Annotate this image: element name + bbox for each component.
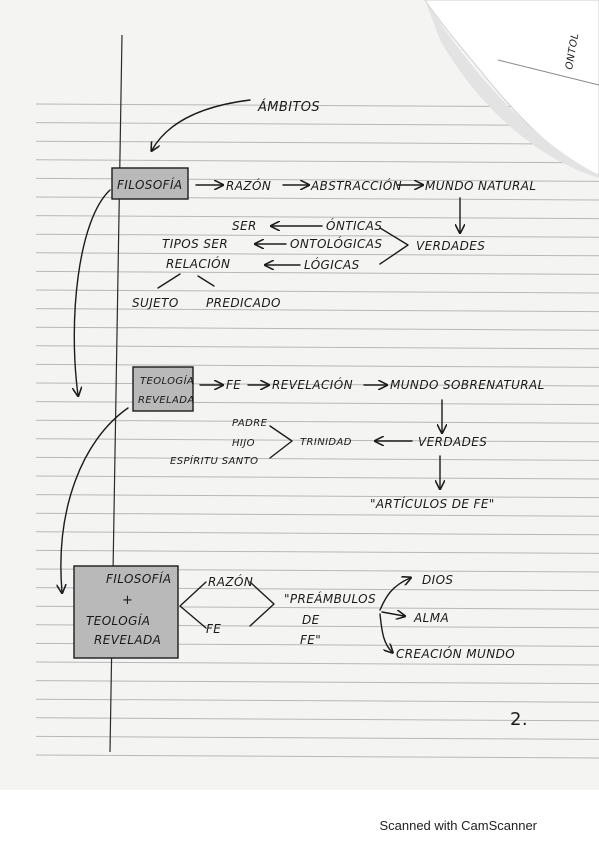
combinado-plus: + [122,593,133,608]
ruled-line [35,717,599,722]
fil-chain-3: MUNDO NATURAL [425,179,536,193]
ruled-lines [35,103,599,759]
alma-label: ALMA [413,611,449,625]
trinidad-label: TRINIDAD [300,437,352,448]
brace-preambulos [249,581,275,627]
ruled-line [35,475,599,480]
ruled-line [35,252,599,257]
curl-line [497,59,599,86]
combinado-box-line2: TEOLOGÍA [86,613,150,628]
combinado-box-line3: REVELADA [94,633,161,647]
fe-label: FE [206,622,221,636]
teologia-box [132,366,194,412]
combinado-box-line1: FILOSOFÍA [106,571,172,586]
tipos-ser-label: TIPOS SER [162,237,228,251]
ruled-line [35,512,599,517]
filosofia-box [111,167,189,200]
relacion-label: RELACIÓN [166,256,230,271]
arrow-to-alma [381,612,404,616]
preambulos-line1: "PREÁMBULOS [284,591,376,606]
padre-label: PADRE [232,418,268,429]
split-relacion-left [157,273,181,289]
ruled-line [35,531,599,536]
ruled-line [35,698,599,703]
ser-label: SER [232,219,257,233]
logicas-label: LÓGICAS [304,257,360,272]
ruled-line [35,456,599,461]
ruled-line [35,661,599,666]
predicado-label: PREDICADO [206,296,281,310]
fil-chain-2: ABSTRACCIÓN [310,178,402,193]
ruled-line [35,140,599,145]
teo-chain-1: FE [226,378,241,392]
ruled-line [35,754,599,759]
camscanner-footer-text: Scanned with CamScanner [379,818,537,833]
verdades-label-1: VERDADES [416,239,485,253]
ruled-line [35,215,599,220]
ontologicas-label: ONTOLÓGICAS [290,236,382,251]
ruled-line [35,401,599,406]
dios-label: DIOS [422,573,453,587]
ruled-line [35,345,599,350]
ruled-line [35,680,599,685]
split-relacion-right [197,275,215,287]
creacion-label: CREACIÓN MUNDO [396,646,515,661]
ruled-line [35,308,599,313]
teologia-box-line2: REVELADA [138,395,195,406]
preambulos-line2: DE [302,613,320,627]
ruled-line [35,289,599,294]
page-number: 2. [510,709,528,730]
preambulos-line3: FE" [300,633,321,647]
arrow-filosofia-to-teologia [74,189,111,395]
ruled-line [35,419,599,424]
ruled-line [35,382,599,387]
ruled-line [35,735,599,740]
verdades-label-2: VERDADES [418,435,487,449]
arrow-teologia-to-combinado [61,407,129,592]
split-combinado [179,581,207,629]
teologia-box-line1: TEOLOGÍA [140,374,194,387]
teo-chain-2: REVELACIÓN [272,377,353,392]
espiritu-label: ESPÍRITU SANTO [170,454,258,467]
camscanner-footer: Scanned with CamScanner [0,818,599,833]
sujeto-label: SUJETO [132,296,179,310]
arrow-to-dios [379,578,410,611]
brace-verdades [379,227,409,265]
teo-chain-3: MUNDO SOBRENATURAL [390,378,545,392]
ruled-line [35,270,599,275]
ruled-line [35,363,599,368]
arrow-to-creacion [379,613,392,652]
ruled-line [35,438,599,443]
hijo-label: HIJO [232,438,255,449]
combinado-box [73,565,179,659]
ruled-line [35,326,599,331]
articulos-label: "ARTÍCULOS DE FE" [370,496,495,511]
ruled-line [35,549,599,554]
razon-label: RAZÓN [208,574,253,589]
ruled-line [35,494,599,499]
onticas-label: ÓNTICAS [326,218,382,233]
fil-chain-1: RAZÓN [226,178,271,193]
ruled-line [35,122,599,127]
filosofia-box-label: FILOSOFÍA [117,177,183,192]
ruled-line [35,233,599,238]
brace-trinidad [269,425,293,459]
ruled-line [35,159,599,164]
arrow-ambitos-to-filosofia [152,99,251,150]
ambitos-label: ÁMBITOS [257,99,320,115]
